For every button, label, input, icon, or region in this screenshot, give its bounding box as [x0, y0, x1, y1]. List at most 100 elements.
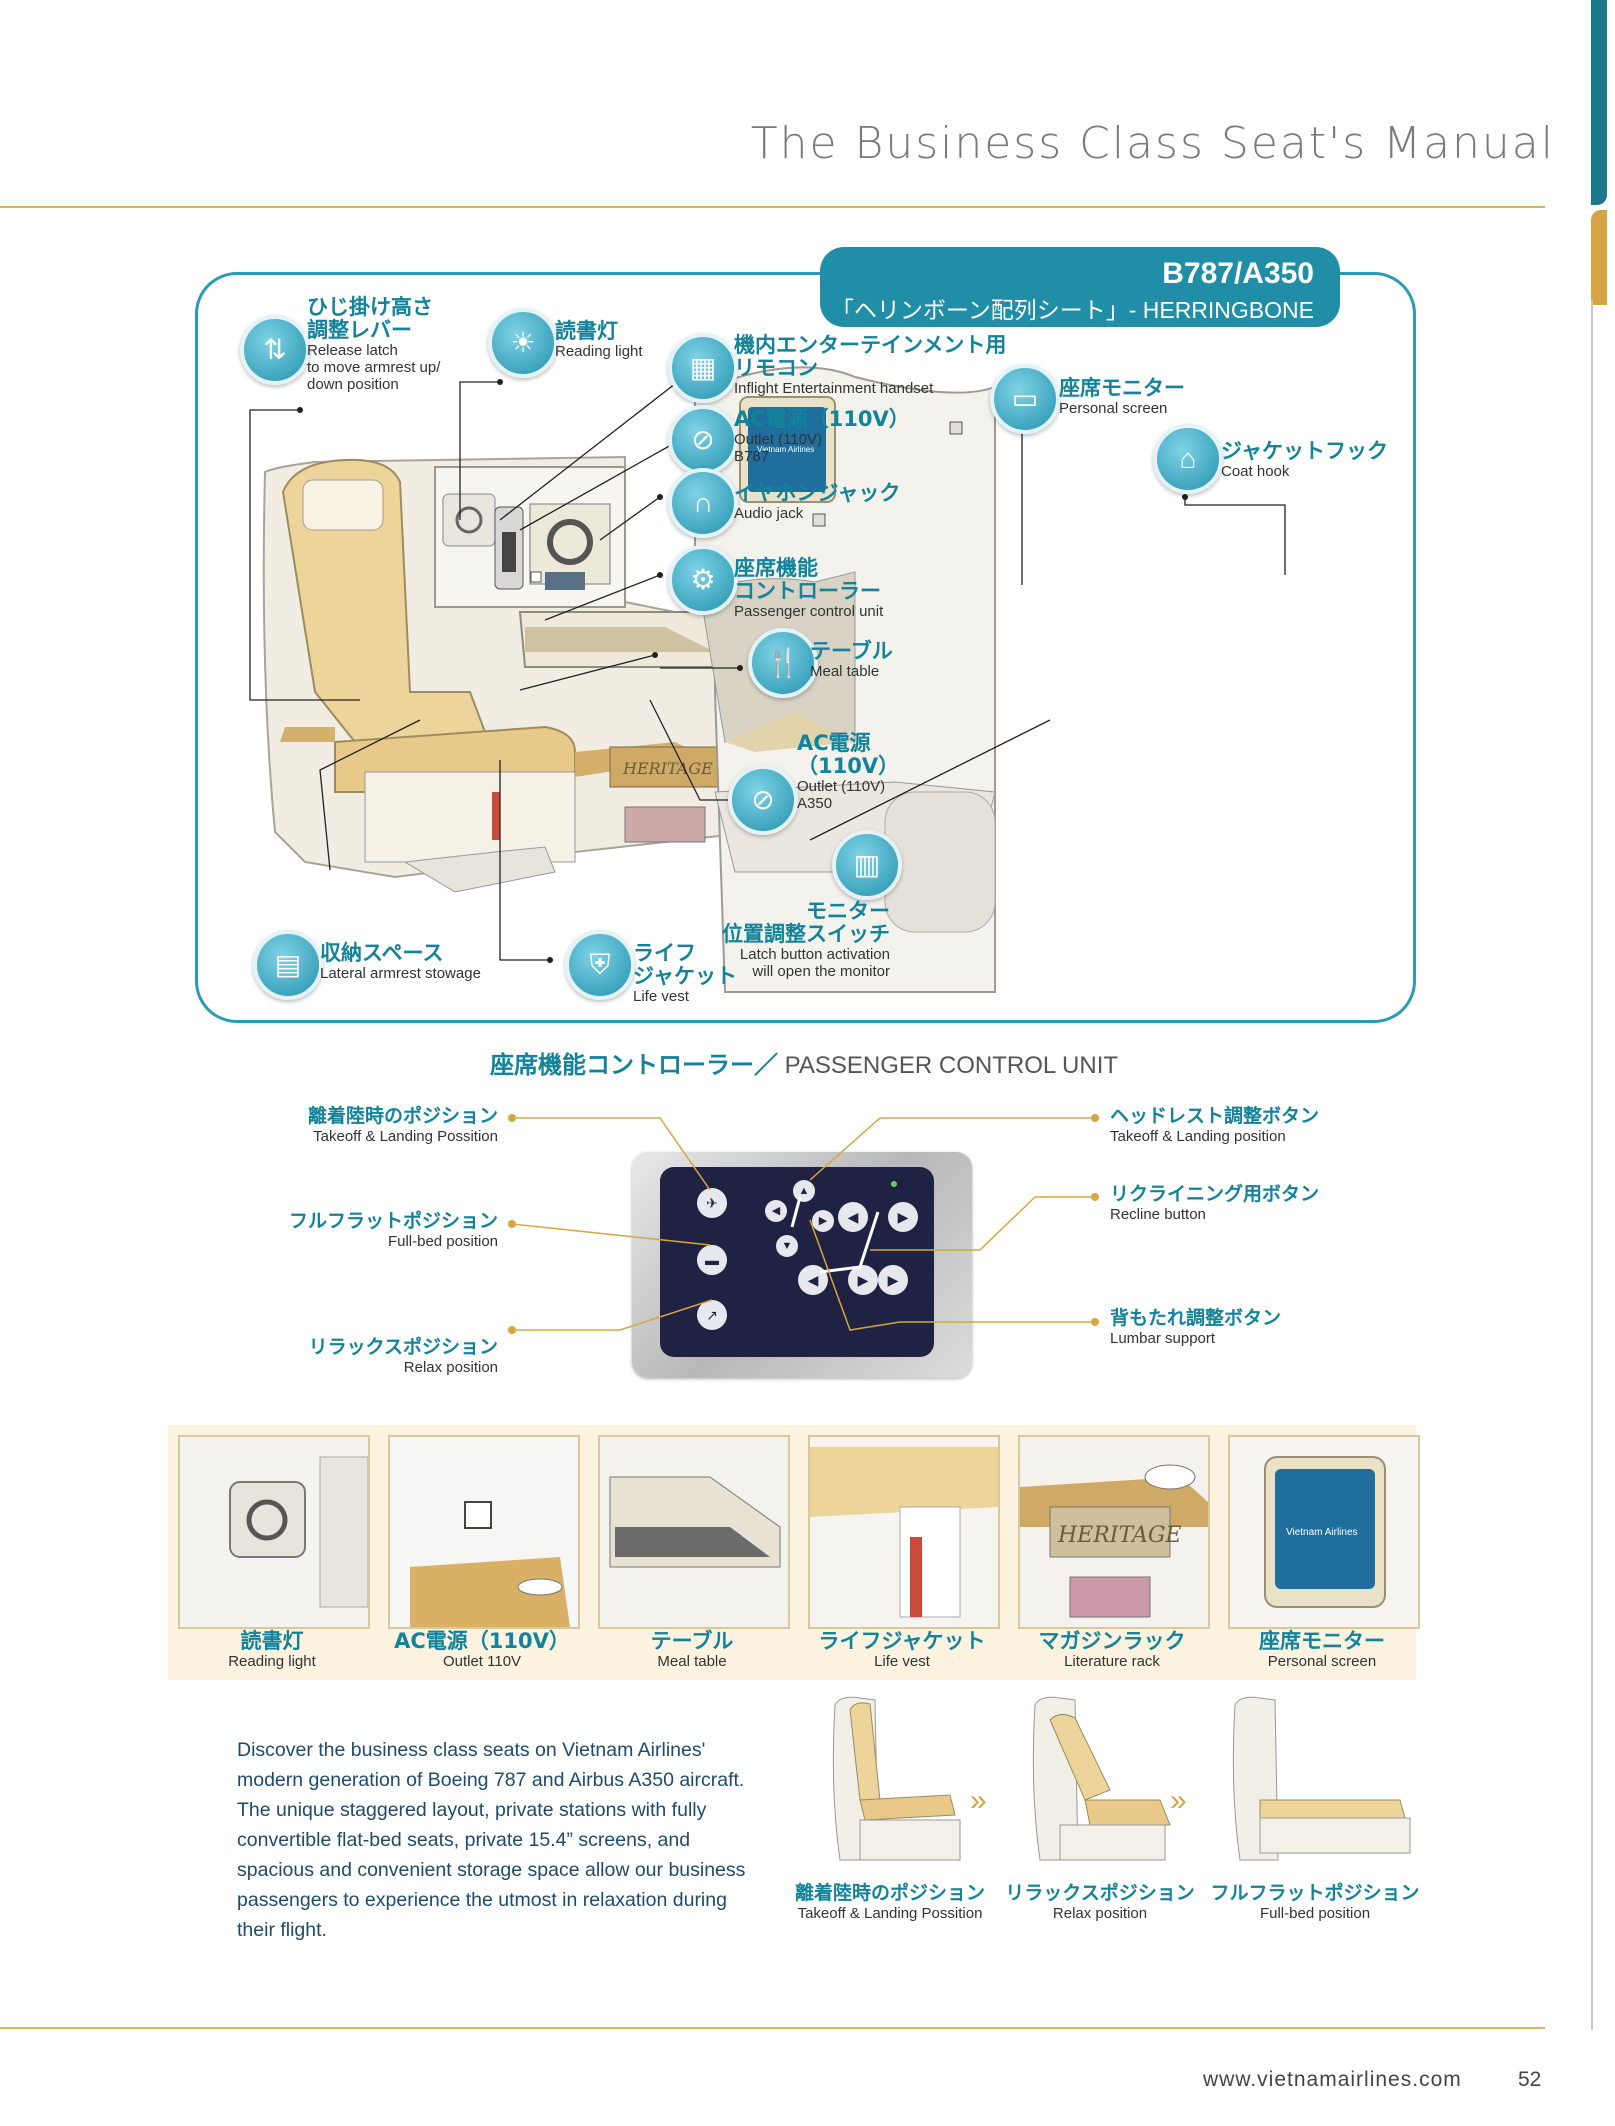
- handset-jp2: リモコン: [734, 356, 818, 380]
- reading-light-jp: 読書灯: [555, 319, 618, 343]
- coat-hook-en: Coat hook: [1221, 463, 1290, 480]
- storage-icon: ▤: [253, 930, 323, 1000]
- gear-icon: ⚙: [668, 545, 738, 615]
- footer-divider: [0, 2027, 1545, 2029]
- heritage-logo-text: HERITAGE: [622, 759, 713, 778]
- pcu-lumbar-jp: 背もたれ調整ボタン: [1110, 1307, 1282, 1329]
- thumb-outlet: [388, 1435, 580, 1629]
- footer-url[interactable]: www.vietnamairlines.com: [1203, 2068, 1462, 2091]
- outlet-a350-jp2: （110V）: [797, 754, 900, 778]
- armrest-en1: Release latch: [307, 342, 398, 359]
- pcu-fullbed-en: Full-bed position: [387, 1233, 498, 1250]
- pcu-takeoff-en: Takeoff & Landing Possition: [313, 1128, 498, 1145]
- header-divider: [0, 206, 1545, 208]
- armrest-en2: to move armrest up/: [307, 359, 441, 376]
- pcu-label-recline: リクライニング用ボタン Recline button: [1110, 1183, 1319, 1223]
- relax-position-button[interactable]: ↗: [697, 1300, 727, 1330]
- seat-diagram-frame: [195, 272, 1416, 1023]
- screen-jp: 座席モニター: [1059, 376, 1185, 400]
- position-2-jp: フルフラットポジション: [1210, 1882, 1420, 1904]
- handset-jp1: 機内エンターテインメント用: [734, 333, 1007, 357]
- pcu-relax-en: Relax position: [403, 1359, 498, 1376]
- armrest-lever-icon: ⇅: [240, 315, 310, 385]
- outlet-a350-en1: Outlet (110V): [797, 778, 886, 795]
- footrest-button[interactable]: ▶: [878, 1265, 908, 1295]
- position-takeoff: 離着陸時のポジション Takeoff & Landing Possition: [790, 1882, 990, 1922]
- cutlery-icon: 🍴: [748, 628, 818, 698]
- thumb-3-jp: ライフジャケット: [818, 1629, 986, 1653]
- thumb-literature-rack: HERITAGE: [1018, 1435, 1210, 1629]
- thumb-2-jp: テーブル: [650, 1629, 734, 1653]
- outlet-b787-en2: B787: [734, 448, 770, 465]
- screen-en: Personal screen: [1059, 400, 1168, 417]
- headrest-left-button[interactable]: ◀: [765, 1200, 787, 1222]
- stowage-jp: 収納スペース: [320, 941, 444, 965]
- pcu-callout-lines: [508, 1114, 1099, 1334]
- headrest-down-button[interactable]: ▼: [776, 1235, 798, 1257]
- outlet-a350-en2: A350: [797, 795, 833, 812]
- pcu-en: Passenger control unit: [734, 603, 884, 620]
- position-1-en: Relax position: [1052, 1905, 1148, 1922]
- callout-armrest: ひじ掛け高さ 調整レバー Release latch to move armre…: [307, 296, 441, 394]
- callout-outlet-a350: AC電源 （110V） Outlet (110V) A350: [797, 731, 900, 813]
- headphones-icon: ∩: [668, 468, 738, 538]
- lumbar-left-button[interactable]: ◀: [798, 1265, 828, 1295]
- thumb-5-jp: 座席モニター: [1259, 1629, 1385, 1653]
- table-jp: テーブル: [810, 639, 893, 663]
- description-text: Discover the business class seats on Vie…: [237, 1739, 746, 1941]
- pcu-recline-jp: リクライニング用ボタン: [1110, 1183, 1320, 1205]
- light-bulb-icon: ☀: [488, 308, 558, 378]
- pcu-title-en: PASSENGER CONTROL UNIT: [778, 1052, 1119, 1079]
- callout-reading-light: 読書灯 Reading light: [555, 319, 643, 361]
- pcu-label-takeoff: 離着陸時のポジション Takeoff & Landing Possition: [250, 1105, 498, 1145]
- thumb-caption-meal-table: テーブル Meal table: [598, 1629, 786, 1671]
- pcu-title-jp: 座席機能コントローラー／: [490, 1051, 778, 1079]
- callout-life-vest: ライフ ジャケット Life vest: [633, 942, 737, 1006]
- audio-en: Audio jack: [734, 505, 804, 522]
- life-vest-jp2: ジャケット: [633, 964, 737, 988]
- pcu-lumbar-en: Lumbar support: [1110, 1330, 1216, 1347]
- seat-illustration: HERITAGE Vietnam Airlines: [262, 366, 996, 993]
- callout-monitor-switch: モニター 位置調整スイッチ Latch button activation wi…: [720, 900, 890, 981]
- position-relax: リラックスポジション Relax position: [1000, 1882, 1200, 1922]
- thumb-3-en: Life vest: [874, 1653, 930, 1670]
- outlet-a350-jp1: AC電源: [797, 731, 871, 755]
- pcu-label-fullbed: フルフラットポジション Full-bed position: [250, 1210, 498, 1250]
- thumb-caption-outlet: AC電源（110V） Outlet 110V: [388, 1630, 576, 1671]
- pcu-jp1: 座席機能: [734, 556, 818, 580]
- recline-back-button[interactable]: ◀: [838, 1202, 868, 1232]
- monitor-switch-en1: Latch button activation: [739, 946, 890, 963]
- pcu-seat-graphic: [790, 1181, 897, 1274]
- callout-personal-screen: 座席モニター Personal screen: [1059, 376, 1185, 418]
- handset-en: Inflight Entertainment handset: [734, 380, 934, 397]
- coat-hook-icon: ⌂: [1153, 424, 1223, 494]
- stowage-en: Lateral armrest stowage: [320, 965, 481, 982]
- thumb-heritage-text: HERITAGE: [1057, 1523, 1182, 1548]
- thumb-life-vest: [808, 1435, 1000, 1629]
- thumb-0-en: Reading light: [228, 1653, 316, 1670]
- thumb-5-en: Personal screen: [1267, 1653, 1377, 1670]
- headrest-up-button[interactable]: ▲: [793, 1180, 815, 1202]
- pcu-relax-jp: リラックスポジション: [308, 1336, 498, 1358]
- header-accent-teal: [1591, 0, 1607, 205]
- reading-light-en: Reading light: [555, 343, 643, 360]
- outlet-b787-jp: AC電源（110V）: [734, 407, 910, 431]
- life-vest-icon: ⛨: [565, 930, 635, 1000]
- pcu-jp2: コントローラー: [734, 579, 881, 603]
- lumbar-right-button[interactable]: ▶: [848, 1265, 878, 1295]
- seat-type: 「ヘリンボーン配列シート」- HERRINGBONE SEAT: [830, 297, 1314, 351]
- headrest-right-button[interactable]: ▶: [812, 1210, 834, 1232]
- model-name: B787/A350: [1162, 257, 1314, 290]
- recline-forward-button[interactable]: ▶: [888, 1202, 918, 1232]
- page-number: 52: [1518, 2068, 1542, 2091]
- pcu-headrest-en: Takeoff & Landing position: [1110, 1128, 1286, 1145]
- thumb-meal-table: [598, 1435, 790, 1629]
- position-1-jp: リラックスポジション: [1005, 1882, 1195, 1904]
- callout-outlet-b787: AC電源（110V） Outlet (110V) B787: [734, 407, 910, 466]
- callout-stowage: 収納スペース Lateral armrest stowage: [320, 941, 481, 983]
- full-bed-position-button[interactable]: ▬: [697, 1245, 727, 1275]
- thumb-1-en: Outlet 110V: [442, 1653, 522, 1670]
- pcu-fullbed-jp: フルフラットポジション: [288, 1210, 498, 1232]
- position-2-en: Full-bed position: [1259, 1905, 1371, 1922]
- takeoff-position-button[interactable]: ✈: [697, 1188, 727, 1218]
